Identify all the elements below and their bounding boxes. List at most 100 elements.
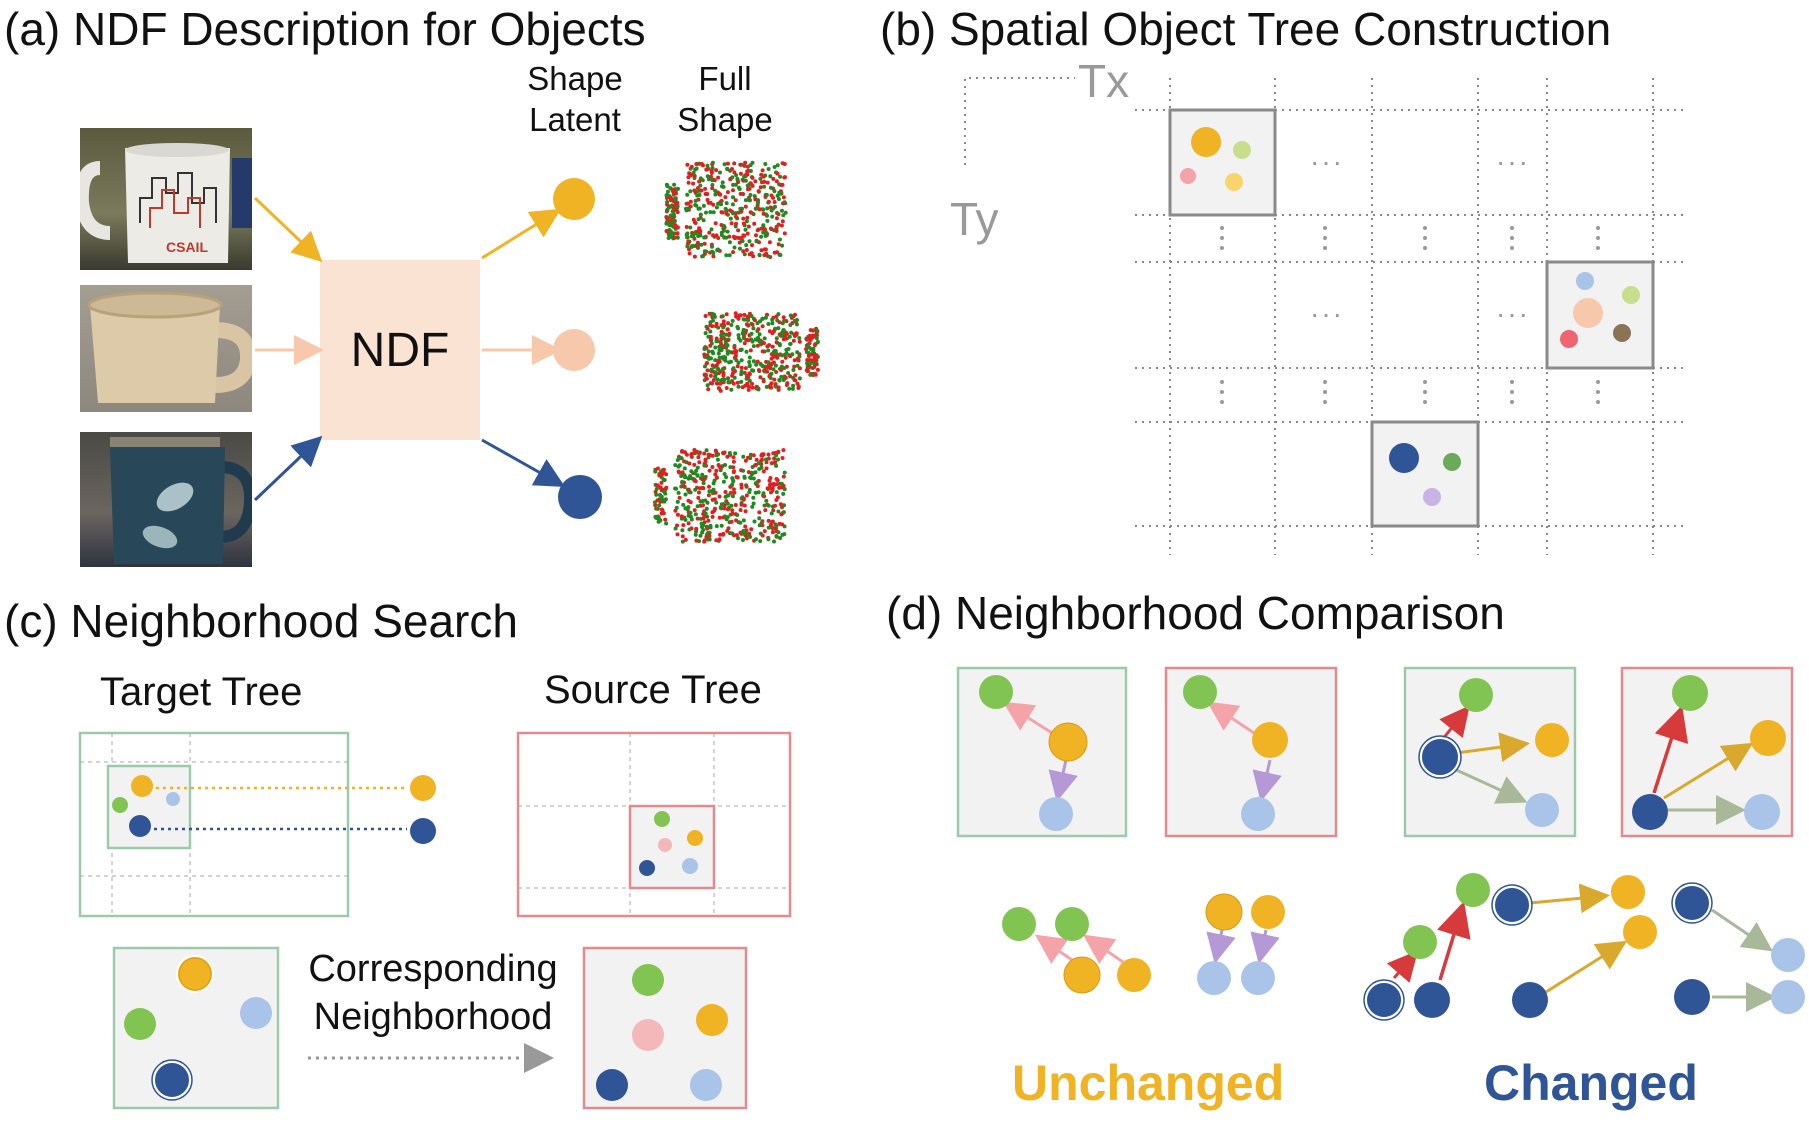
cell-bottom [1370, 420, 1480, 528]
point-cloud-dot [739, 235, 744, 240]
point-cloud-dot [657, 472, 662, 476]
point-cloud-dot [692, 471, 697, 476]
point-cloud-dot [701, 516, 706, 521]
point-cloud-dot [741, 216, 746, 221]
point-cloud-dot [788, 341, 793, 346]
point-cloud-dot [731, 455, 736, 460]
point-cloud-dot [661, 511, 666, 516]
point-cloud-dot [784, 351, 789, 356]
point-cloud-dot [770, 317, 775, 322]
point-cloud-dot [689, 451, 694, 456]
point-cloud-dot [676, 186, 680, 191]
point-cloud-dot [724, 201, 729, 206]
point-cloud-dot [792, 364, 797, 369]
point-cloud-dot [777, 320, 782, 325]
point-cloud-dot [745, 215, 750, 220]
point-cloud-dot [732, 170, 737, 175]
point-cloud-dot [791, 338, 796, 343]
point-cloud-dot [726, 493, 731, 498]
point-cloud-dot [654, 506, 659, 511]
point-cloud-dot [766, 199, 771, 204]
point-cloud-dot [708, 210, 713, 215]
point-cloud-dot [766, 503, 771, 508]
point-cloud-dot [772, 165, 777, 169]
point-cloud-dot [764, 251, 769, 256]
point-cloud-dot [726, 321, 730, 326]
point-cloud-dot [790, 386, 795, 391]
point-cloud-dot [743, 524, 748, 529]
point-cloud-dot [721, 479, 726, 484]
shape-latent-line-1: Shape [527, 60, 623, 97]
point-cloud-dot [792, 334, 797, 338]
point-cloud-dot [782, 200, 787, 205]
unchanged-pairs [1002, 893, 1285, 995]
point-cloud-dot [804, 368, 809, 373]
point-cloud-dot [745, 314, 750, 319]
point-cloud-dot [688, 225, 693, 230]
ellipsis-1: ··· [1310, 146, 1344, 177]
point-cloud-dot [747, 364, 752, 369]
point-cloud-dot [731, 381, 736, 386]
point-cloud-dot [759, 226, 764, 231]
point-cloud-dot [707, 537, 712, 542]
point-cloud-dot [710, 465, 715, 469]
point-cloud-dot [774, 179, 779, 184]
point-cloud-dot [756, 368, 761, 373]
point-cloud-dot [784, 347, 789, 352]
point-cloud-dot [774, 453, 779, 458]
point-cloud-dot [780, 321, 785, 326]
point-cloud-dot [685, 231, 690, 236]
point-cloud-dot [738, 171, 743, 176]
point-cloud-dot [683, 492, 688, 497]
point-cloud-dot [778, 536, 783, 540]
point-cloud-dot [695, 465, 700, 470]
point-cloud-dot [766, 360, 771, 365]
point-cloud-dot [772, 189, 777, 194]
point-cloud-dot [773, 460, 778, 465]
point-cloud-dot [758, 375, 763, 380]
point-cloud-dot [744, 536, 749, 541]
point-cloud-dot [677, 470, 682, 475]
point-cloud-dot [673, 463, 678, 468]
point-cloud-dot [761, 211, 766, 216]
point-cloud-dot [780, 182, 785, 187]
point-cloud-dot [797, 366, 802, 371]
point-cloud-dot [779, 512, 784, 517]
point-cloud-dot [669, 213, 673, 218]
point-cloud-dot [659, 497, 663, 502]
point-cloud-dot [707, 230, 712, 235]
point-cloud-dot [753, 462, 758, 467]
point-cloud-dot [747, 239, 752, 244]
point-cloud-dot [703, 331, 708, 336]
point-cloud-dot [765, 369, 770, 374]
point-cloud-dot [739, 482, 744, 487]
point-cloud-dot [741, 454, 746, 459]
point-cloud-dot [728, 208, 733, 213]
point-cloud-dot [776, 326, 781, 331]
point-cloud-dot [683, 506, 688, 511]
point-cloud-dot [733, 198, 738, 203]
point-cloud-dot [714, 339, 719, 344]
point-cloud-dot [769, 356, 774, 361]
csail-text: CSAIL [166, 239, 208, 255]
point-cloud-dot [704, 361, 709, 366]
point-cloud-dot [736, 326, 741, 331]
point-cloud-dot [724, 312, 729, 317]
point-cloud-dot [759, 465, 764, 470]
point-cloud-dot [771, 329, 776, 334]
point-cloud-dot [730, 371, 735, 376]
point-cloud-dot [685, 162, 690, 167]
point-cloud-dot [749, 251, 754, 256]
point-cloud-dot [781, 315, 786, 320]
point-cloud-dot [758, 361, 763, 366]
point-cloud-dot [673, 223, 678, 228]
point-cloud-dot [780, 208, 784, 213]
point-cloud-dot [757, 252, 762, 257]
point-cloud-dot [771, 508, 776, 513]
point-cloud-dot [701, 503, 705, 508]
point-cloud-dot [764, 457, 768, 462]
point-cloud-dot [760, 349, 765, 354]
point-cloud-dot [687, 461, 692, 466]
point-cloud-dot [733, 451, 738, 456]
point-cloud-dot [779, 368, 784, 372]
